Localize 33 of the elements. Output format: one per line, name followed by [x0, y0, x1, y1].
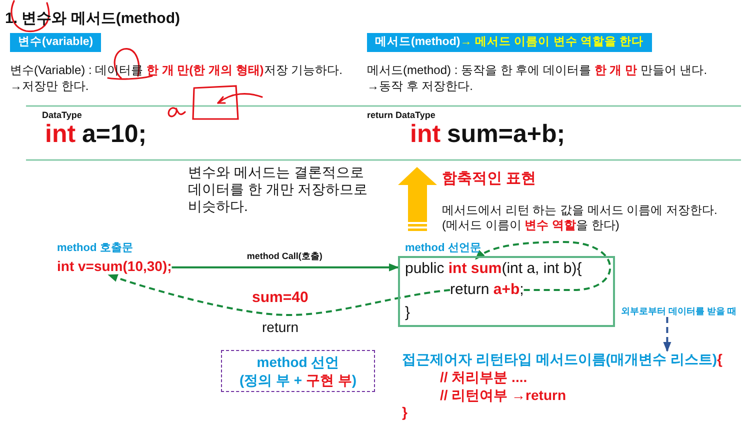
type-label: return DataType — [367, 110, 436, 121]
code-text: sum=a+b; — [447, 120, 566, 148]
keyword-text: int — [410, 120, 441, 148]
dashed-arrow — [474, 241, 612, 291]
code-caption: method 호출문 — [57, 241, 133, 255]
brace-text: } — [402, 404, 408, 421]
edge-label: method Call(호출) — [244, 251, 324, 262]
code-statement: int v=sum(10,30); — [57, 258, 172, 275]
comment-text: // 리턴여부 →return — [440, 387, 566, 404]
description-text: 메서드(method) : 동작을 한 후에 데이터를 한 개 만 만들어 낸다. — [367, 63, 708, 78]
dashed-arrow — [663, 317, 672, 352]
code-text: a=10; — [82, 120, 147, 148]
description-text: (메서드 이름이 변수 역할을 한다) — [442, 218, 620, 233]
type-label: DataType — [42, 110, 82, 121]
note-box: method 선언 (정의 부 + 구현 부) — [221, 350, 375, 392]
emphasis-text: 함축적인 표현 — [442, 170, 536, 188]
code-line: public int sum(int a, int b){ — [405, 259, 582, 279]
section-header: 변수(variable) — [10, 33, 102, 52]
annotation-text: 외부로부터 데이터를 받을 때 — [621, 306, 737, 317]
section-header: 메서드(method)→ 메서드 이름이 변수 역할을 한다 — [367, 33, 652, 52]
description-text: →동작 후 저장한다. — [367, 79, 474, 94]
box-heading: method 선언문 — [405, 241, 481, 255]
keyword-text: int — [45, 120, 76, 148]
arrow — [172, 263, 399, 272]
return-label: return — [262, 319, 299, 335]
code-line: return a+b; — [450, 280, 524, 300]
comment-text: // 처리부분 .... — [440, 369, 528, 386]
code-template: 접근제어자 리턴타입 메서드이름(매개변수 리스트){ — [402, 351, 722, 368]
description-text: 변수와 메서드는 결론적으로 데이터를 한 개만 저장하므로 비슷하다. — [188, 164, 368, 215]
description-text: 메서드에서 리턴 하는 값을 메서드 이름에 저장한다. — [442, 203, 718, 218]
description-text: →저장만 한다. — [10, 79, 89, 94]
dashed-arrow — [108, 274, 450, 316]
code-line: } — [405, 303, 410, 323]
